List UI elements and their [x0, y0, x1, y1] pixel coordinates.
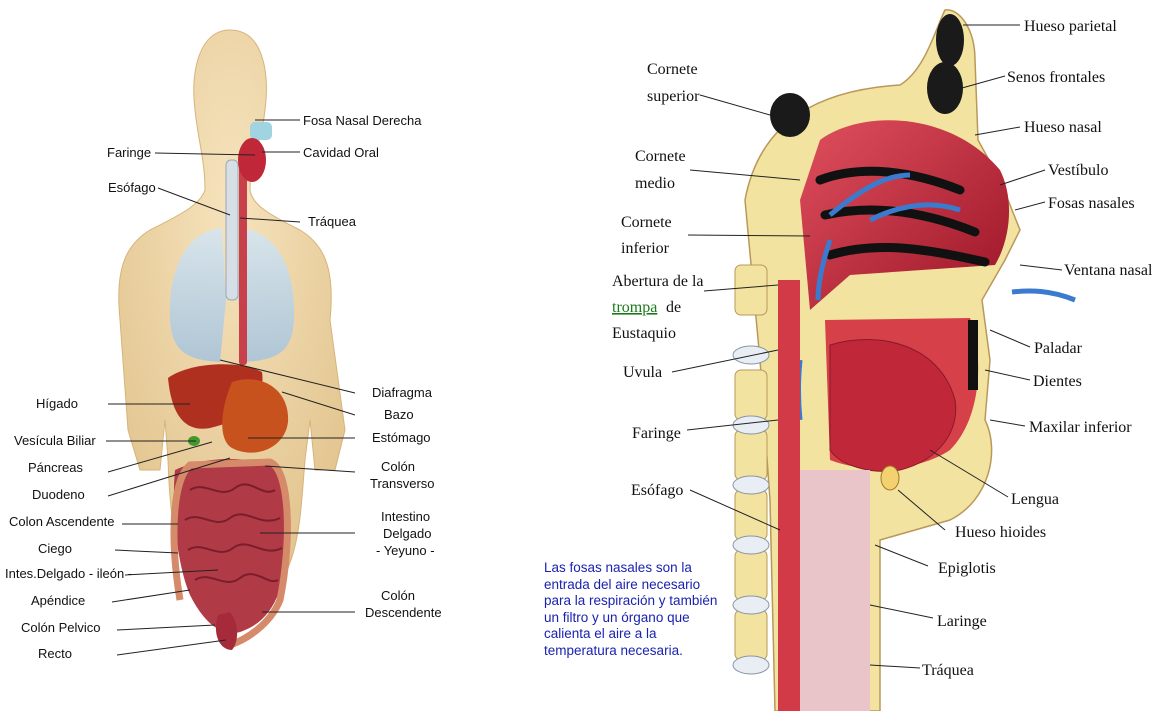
esophagus-shape	[239, 150, 247, 365]
label-cornete-superior-1: Cornete	[647, 61, 698, 78]
label-intestino-1: Intestino	[381, 509, 430, 524]
label-abertura-1: Abertura de la	[612, 273, 704, 290]
label-uvula: Uvula	[623, 364, 662, 381]
label-ventana-nasal: Ventana nasal	[1064, 262, 1153, 279]
label-abertura-de: de	[666, 299, 681, 316]
label-vestibulo: Vestíbulo	[1048, 162, 1108, 179]
description-note: Las fosas nasales son la entrada del air…	[544, 560, 724, 659]
label-traquea: Tráquea	[308, 214, 357, 229]
label-pancreas: Páncreas	[28, 460, 83, 475]
label-ciego: Ciego	[38, 541, 72, 556]
label-traquea-head: Tráquea	[922, 662, 974, 679]
label-hueso-parietal: Hueso parietal	[1024, 18, 1117, 35]
label-lengua: Lengua	[1011, 491, 1059, 508]
label-duodeno: Duodeno	[32, 487, 85, 502]
oral-cavity-shape	[238, 138, 266, 182]
label-colon-descendente-2: Descendente	[365, 605, 442, 620]
sphenoid-sinus	[770, 93, 810, 137]
label-estomago: Estómago	[372, 430, 431, 445]
label-colon-transverso-2: Transverso	[370, 476, 435, 491]
label-cornete-inferior-1: Cornete	[621, 214, 672, 231]
label-colon-ascendente: Colon Ascendente	[9, 514, 115, 529]
label-faringe-head: Faringe	[632, 425, 681, 442]
label-cornete-inferior-2: inferior	[621, 240, 670, 257]
intestines-shape	[174, 459, 289, 633]
pharynx-tube	[778, 280, 800, 711]
frontal-sinus-1	[936, 14, 964, 66]
label-colon-transverso-1: Colón	[381, 459, 415, 474]
label-fosas-nasales: Fosas nasales	[1048, 195, 1135, 212]
label-abertura-3: Eustaquio	[612, 325, 676, 342]
hyoid-shape	[881, 466, 899, 490]
label-diafragma: Diafragma	[372, 385, 433, 400]
label-cornete-superior-2: superior	[647, 88, 700, 105]
label-laringe: Laringe	[937, 613, 987, 630]
label-higado: Hígado	[36, 396, 78, 411]
label-hueso-hioides: Hueso hioides	[955, 524, 1046, 541]
label-senos-frontales: Senos frontales	[1007, 69, 1105, 86]
nasal-cavity-shape	[250, 122, 272, 140]
label-recto: Recto	[38, 646, 72, 661]
label-esofago: Esófago	[108, 180, 156, 195]
label-vesicula: Vesícula Biliar	[14, 433, 96, 448]
label-fosa-nasal: Fosa Nasal Derecha	[303, 113, 422, 128]
label-dientes: Dientes	[1033, 373, 1082, 390]
link-trompa[interactable]: trompa	[612, 299, 657, 316]
label-colon-descendente-1: Colón	[381, 588, 415, 603]
label-intestino-3: - Yeyuno -	[376, 543, 435, 558]
label-paladar: Paladar	[1034, 340, 1083, 357]
trachea-shape	[226, 160, 238, 300]
label-cornete-medio-1: Cornete	[635, 148, 686, 165]
label-maxilar-inferior: Maxilar inferior	[1029, 419, 1132, 436]
label-esofago-head: Esófago	[631, 482, 683, 499]
label-bazo: Bazo	[384, 407, 414, 422]
label-epiglotis: Epiglotis	[938, 560, 996, 577]
frontal-sinus-2	[927, 62, 963, 114]
label-hueso-nasal: Hueso nasal	[1024, 119, 1102, 136]
label-cavidad-oral: Cavidad Oral	[303, 145, 379, 160]
teeth-shape	[968, 320, 978, 390]
label-ileon: Intes.Delgado - ileón -	[5, 566, 132, 581]
label-cornete-medio-2: medio	[635, 175, 675, 192]
label-apendice: Apéndice	[31, 593, 85, 608]
label-faringe: Faringe	[107, 145, 151, 160]
body-diagram: Fosa Nasal Derecha Faringe Cavidad Oral …	[5, 30, 442, 661]
label-intestino-2: Delgado	[383, 526, 431, 541]
airway-tube	[800, 470, 870, 711]
label-colon-pelvico: Colón Pelvico	[21, 620, 101, 635]
